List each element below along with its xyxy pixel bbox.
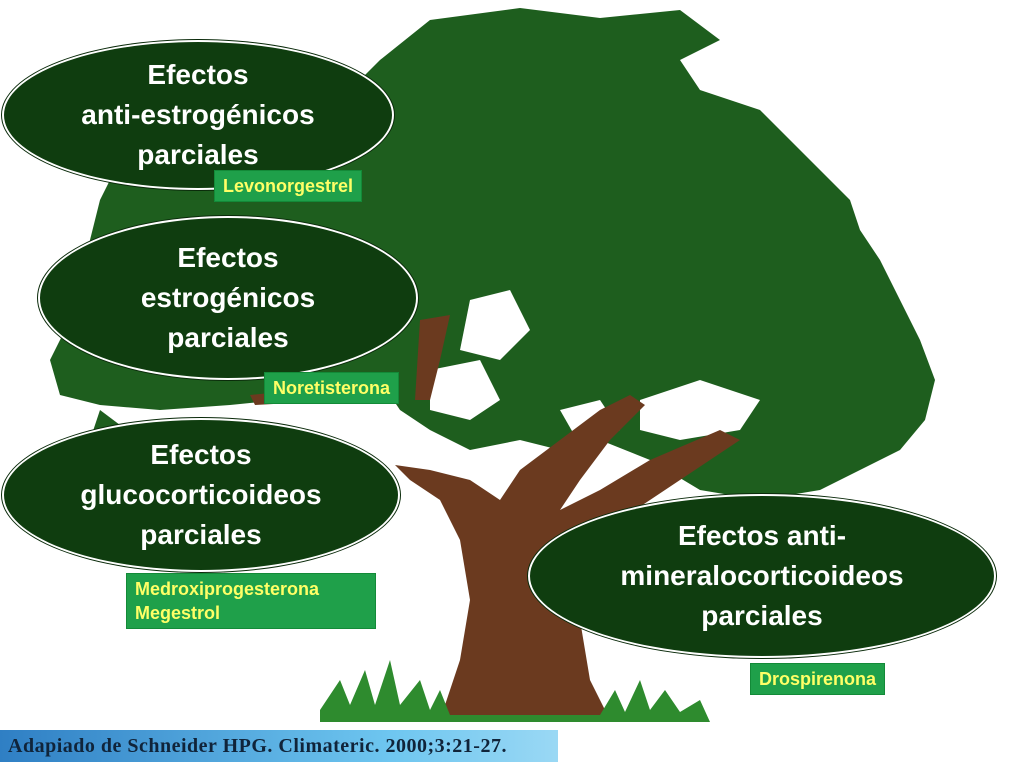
- node-line: Efectos anti-: [677, 520, 847, 551]
- drug-tag-noretisterona: Noretisterona: [264, 372, 400, 404]
- node-line: Efectos: [147, 59, 249, 90]
- tree-grass: [320, 660, 710, 722]
- drug-name: Noretisterona: [273, 378, 391, 398]
- drug-tag-levonorgestrel: Levonorgestrel: [214, 170, 363, 202]
- drug-name: Medroxiprogesterona: [135, 579, 320, 599]
- node-line: parciales: [137, 139, 259, 170]
- node-anti-estrogenic: Efectos anti-estrogénicos parciales: [2, 40, 394, 190]
- drug-tag-drospirenona: Drospirenona: [750, 663, 886, 695]
- node-estrogenic: Efectos estrogénicos parciales: [38, 216, 418, 380]
- drug-name: Drospirenona: [759, 669, 877, 689]
- node-antimineralocorticoid: Efectos anti- mineralocorticoideos parci…: [528, 494, 996, 658]
- node-line: parciales: [167, 322, 289, 353]
- node-line: Efectos: [177, 242, 279, 273]
- node-line: anti-estrogénicos: [81, 99, 315, 130]
- citation-banner: Adapiado de Schneider HPG. Climateric. 2…: [0, 730, 558, 762]
- drug-name: Levonorgestrel: [223, 176, 354, 196]
- node-line: estrogénicos: [140, 282, 316, 313]
- drug-tag-medroxiprogesterona: Medroxiprogesterona Megestrol: [126, 573, 376, 629]
- drug-name: Megestrol: [135, 603, 221, 623]
- node-line: mineralocorticoideos: [620, 560, 904, 591]
- node-line: parciales: [701, 600, 823, 631]
- node-line: Efectos: [150, 439, 252, 470]
- node-line: glucocorticoideos: [80, 479, 322, 510]
- node-line: parciales: [140, 519, 262, 550]
- node-glucocorticoid: Efectos glucocorticoideos parciales: [2, 418, 400, 572]
